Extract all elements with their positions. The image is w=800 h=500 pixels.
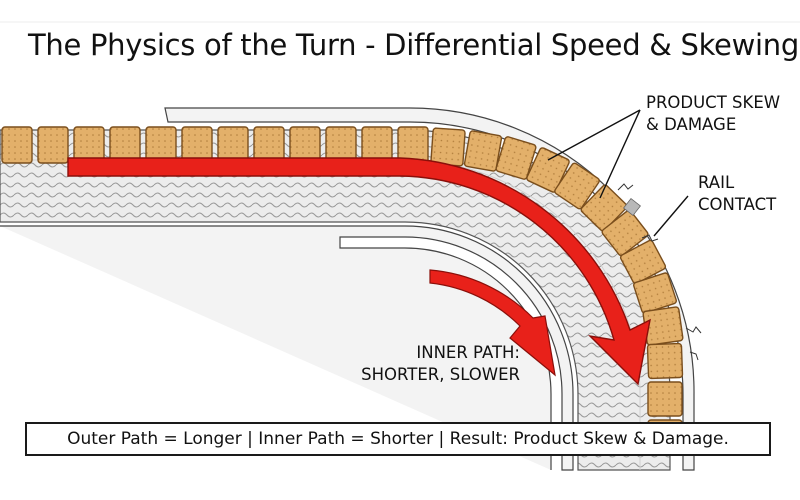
product-row-curve <box>430 127 684 455</box>
outer-path-arrow <box>67 157 651 386</box>
page-title: The Physics of the Turn - Differential S… <box>28 28 799 62</box>
inner-side-rail <box>0 225 574 471</box>
leader-lines <box>547 109 689 237</box>
rail-contact-marker <box>623 198 641 216</box>
product-skew-line-1: PRODUCT SKEW <box>646 93 781 112</box>
damage-cracks <box>617 183 702 361</box>
inner-path-line-2: SHORTER, SLOWER <box>361 365 520 384</box>
product-skew-label: PRODUCT SKEW & DAMAGE <box>646 92 780 136</box>
inner-path-line-1: INNER PATH: <box>416 343 520 362</box>
rail-contact-line-2: CONTACT <box>698 195 777 214</box>
product-row-straight <box>1 126 429 164</box>
inner-path-arrow <box>429 269 556 377</box>
rail-contact-line-1: RAIL <box>698 173 735 192</box>
inner-path-label: INNER PATH: SHORTER, SLOWER <box>360 342 520 386</box>
product-skew-line-2: & DAMAGE <box>646 115 737 134</box>
summary-banner: Outer Path = Longer | Inner Path = Short… <box>25 422 771 456</box>
rail-contact-label: RAIL CONTACT <box>698 172 776 216</box>
